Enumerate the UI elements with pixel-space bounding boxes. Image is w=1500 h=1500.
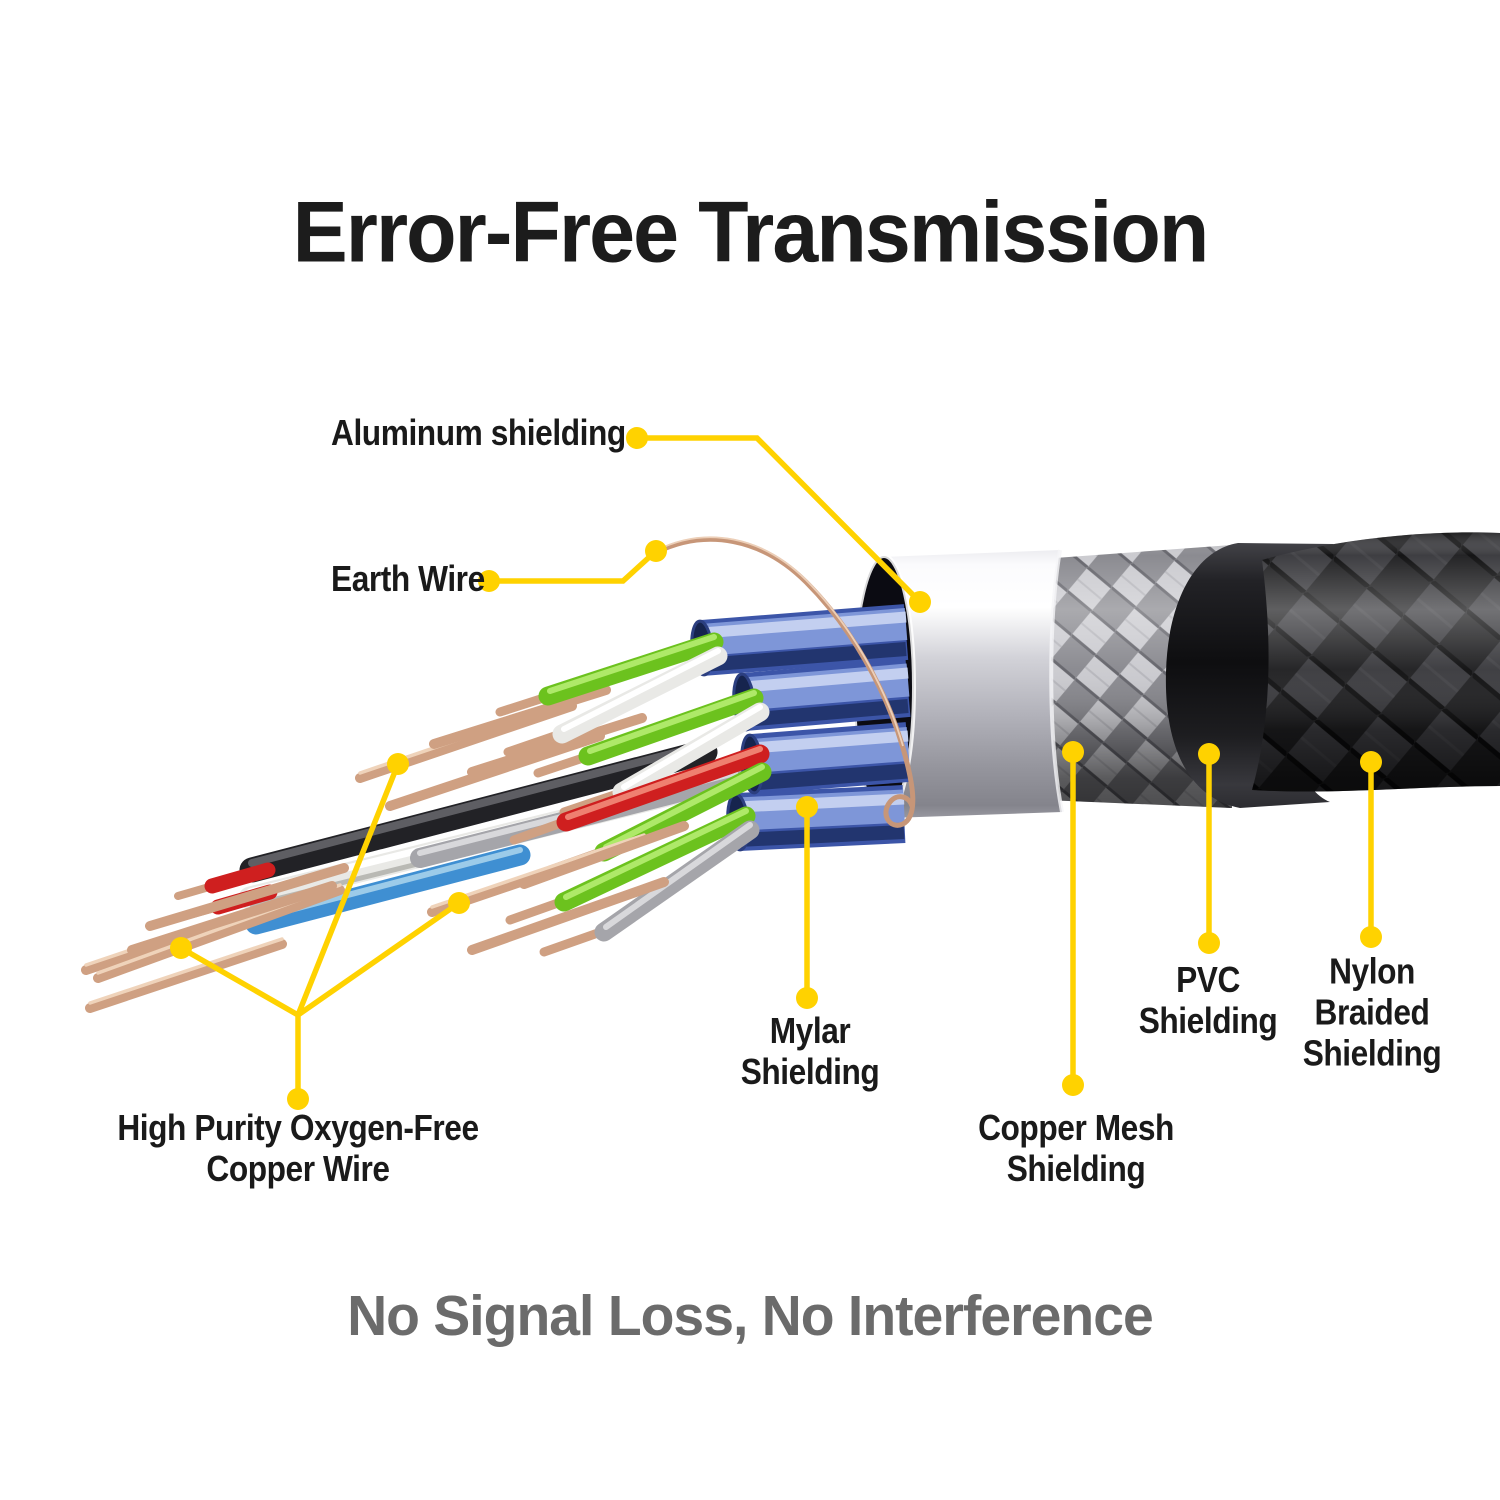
footer-tagline: No Signal Loss, No Interference xyxy=(347,1284,1154,1348)
callout-mylar-shielding xyxy=(796,796,818,1009)
label-pvc-shielding: PVC Shielding xyxy=(1138,959,1278,1041)
nylon-braid-layer xyxy=(1252,532,1500,792)
earth-wire xyxy=(655,536,916,828)
callout-earth-wire xyxy=(478,540,667,592)
callout-aluminum-shielding xyxy=(626,427,931,613)
label-earth-wire: Earth Wire xyxy=(331,558,485,599)
label-mylar-shielding: Mylar Shielding xyxy=(740,1010,880,1092)
callout-lines xyxy=(170,427,1382,1110)
callout-copper-wire xyxy=(170,753,470,1110)
label-nylon-braided-shielding: Nylon Braided Shielding xyxy=(1302,950,1442,1074)
page-title: Error-Free Transmission xyxy=(292,184,1210,281)
callout-copper-mesh xyxy=(1062,741,1084,1096)
twisted-pair-wires xyxy=(427,632,772,957)
label-copper-wire: High Purity Oxygen-Free Copper Wire xyxy=(117,1107,479,1189)
label-copper-mesh-shielding: Copper Mesh Shielding xyxy=(978,1107,1174,1189)
mylar-tubes xyxy=(690,604,911,852)
label-aluminum-shielding: Aluminum shielding xyxy=(331,412,626,453)
callout-pvc xyxy=(1198,743,1220,954)
callout-nylon xyxy=(1360,751,1382,948)
pvc-layer xyxy=(1165,543,1334,808)
